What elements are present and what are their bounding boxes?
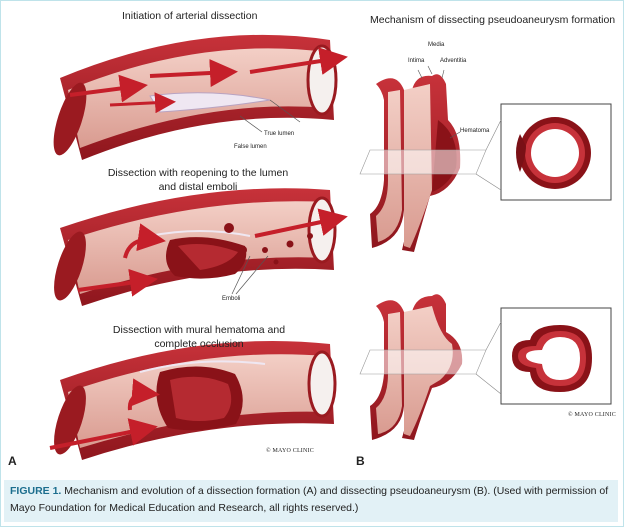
label-emboli: Emboli xyxy=(222,296,240,302)
vessel-initiation xyxy=(47,35,340,160)
label-media: Media xyxy=(428,42,444,48)
label-intima: Intima xyxy=(408,58,424,64)
title-initiation: Initiation of arterial dissection xyxy=(122,10,257,22)
label-adventitia: Adventitia xyxy=(440,58,466,64)
label-true-lumen: True lumen xyxy=(264,131,294,137)
stamp-mayo-b: © MAYO CLINIC xyxy=(568,412,616,418)
label-false-lumen: False lumen xyxy=(234,144,267,150)
caption-figure-label: FIGURE 1. xyxy=(10,485,61,497)
title-hematoma: Dissection with mural hematoma and compl… xyxy=(104,323,294,351)
caption-text: Mechanism and evolution of a dissection … xyxy=(10,485,608,514)
vessel-occlusion xyxy=(47,341,335,460)
vessel-pseudoaneurysm-upper xyxy=(360,66,611,252)
label-hematoma: Hematoma xyxy=(460,128,489,134)
figure-illustration xyxy=(0,0,624,478)
figure-caption: FIGURE 1. Mechanism and evolution of a d… xyxy=(4,480,618,522)
panel-label-a: A xyxy=(8,454,17,468)
vessel-pseudoaneurysm-lower xyxy=(360,294,611,440)
title-reopening: Dissection with reopening to the lumen a… xyxy=(98,166,298,194)
panel-label-b: B xyxy=(356,454,365,468)
title-mechanism: Mechanism of dissecting pseudoaneurysm f… xyxy=(370,14,615,26)
stamp-mayo-a: © MAYO CLINIC xyxy=(266,448,314,454)
vessel-reopening xyxy=(47,188,340,306)
